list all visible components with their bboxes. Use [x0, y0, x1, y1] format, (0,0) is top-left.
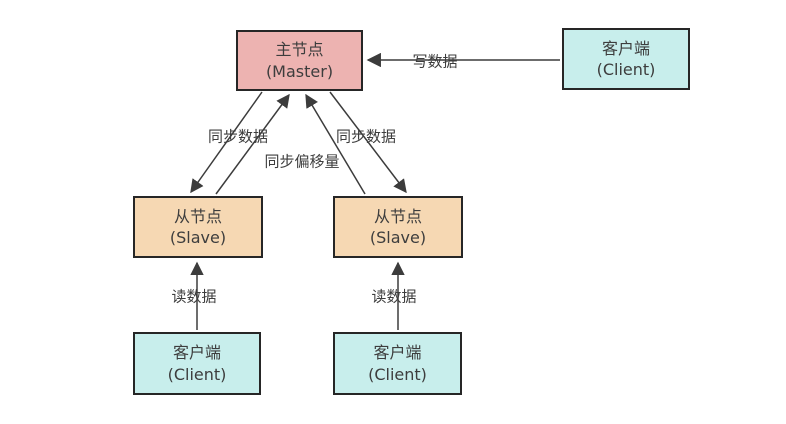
node-slave-left: 从节点 (Slave) — [133, 196, 263, 258]
line-master-to-slave-left — [190, 91, 263, 194]
node-slave-left-name: 从节点 — [173, 206, 222, 226]
node-client-bottom-left-name: 客户端 — [172, 343, 221, 363]
node-slave-right: 从节点 (Slave) — [333, 196, 463, 258]
node-slave-right-name: 从节点 — [373, 206, 422, 226]
node-client-top-subname: (Client) — [596, 60, 656, 79]
line-master-to-slave-right — [329, 91, 407, 194]
node-client-top-right: 客户端 (Client) — [562, 28, 690, 90]
node-slave-left-subname: (Slave) — [169, 228, 227, 247]
line-slave-right-to-master — [305, 93, 366, 195]
node-client-top-name: 客户端 — [601, 38, 650, 58]
node-client-bottom-left: 客户端 (Client) — [133, 332, 261, 395]
line-slave-left-to-master — [215, 93, 290, 195]
node-client-bottom-mid: 客户端 (Client) — [333, 332, 462, 395]
node-client-bottom-mid-subname: (Client) — [368, 364, 427, 384]
node-master: 主节点 (Master) — [236, 30, 363, 91]
node-client-bottom-left-subname: (Client) — [167, 364, 227, 384]
node-master-subname: (Master) — [265, 61, 334, 81]
node-slave-right-subname: (Slave) — [369, 228, 427, 247]
node-master-name: 主节点 — [275, 40, 324, 60]
node-client-bottom-mid-name: 客户端 — [373, 343, 422, 363]
